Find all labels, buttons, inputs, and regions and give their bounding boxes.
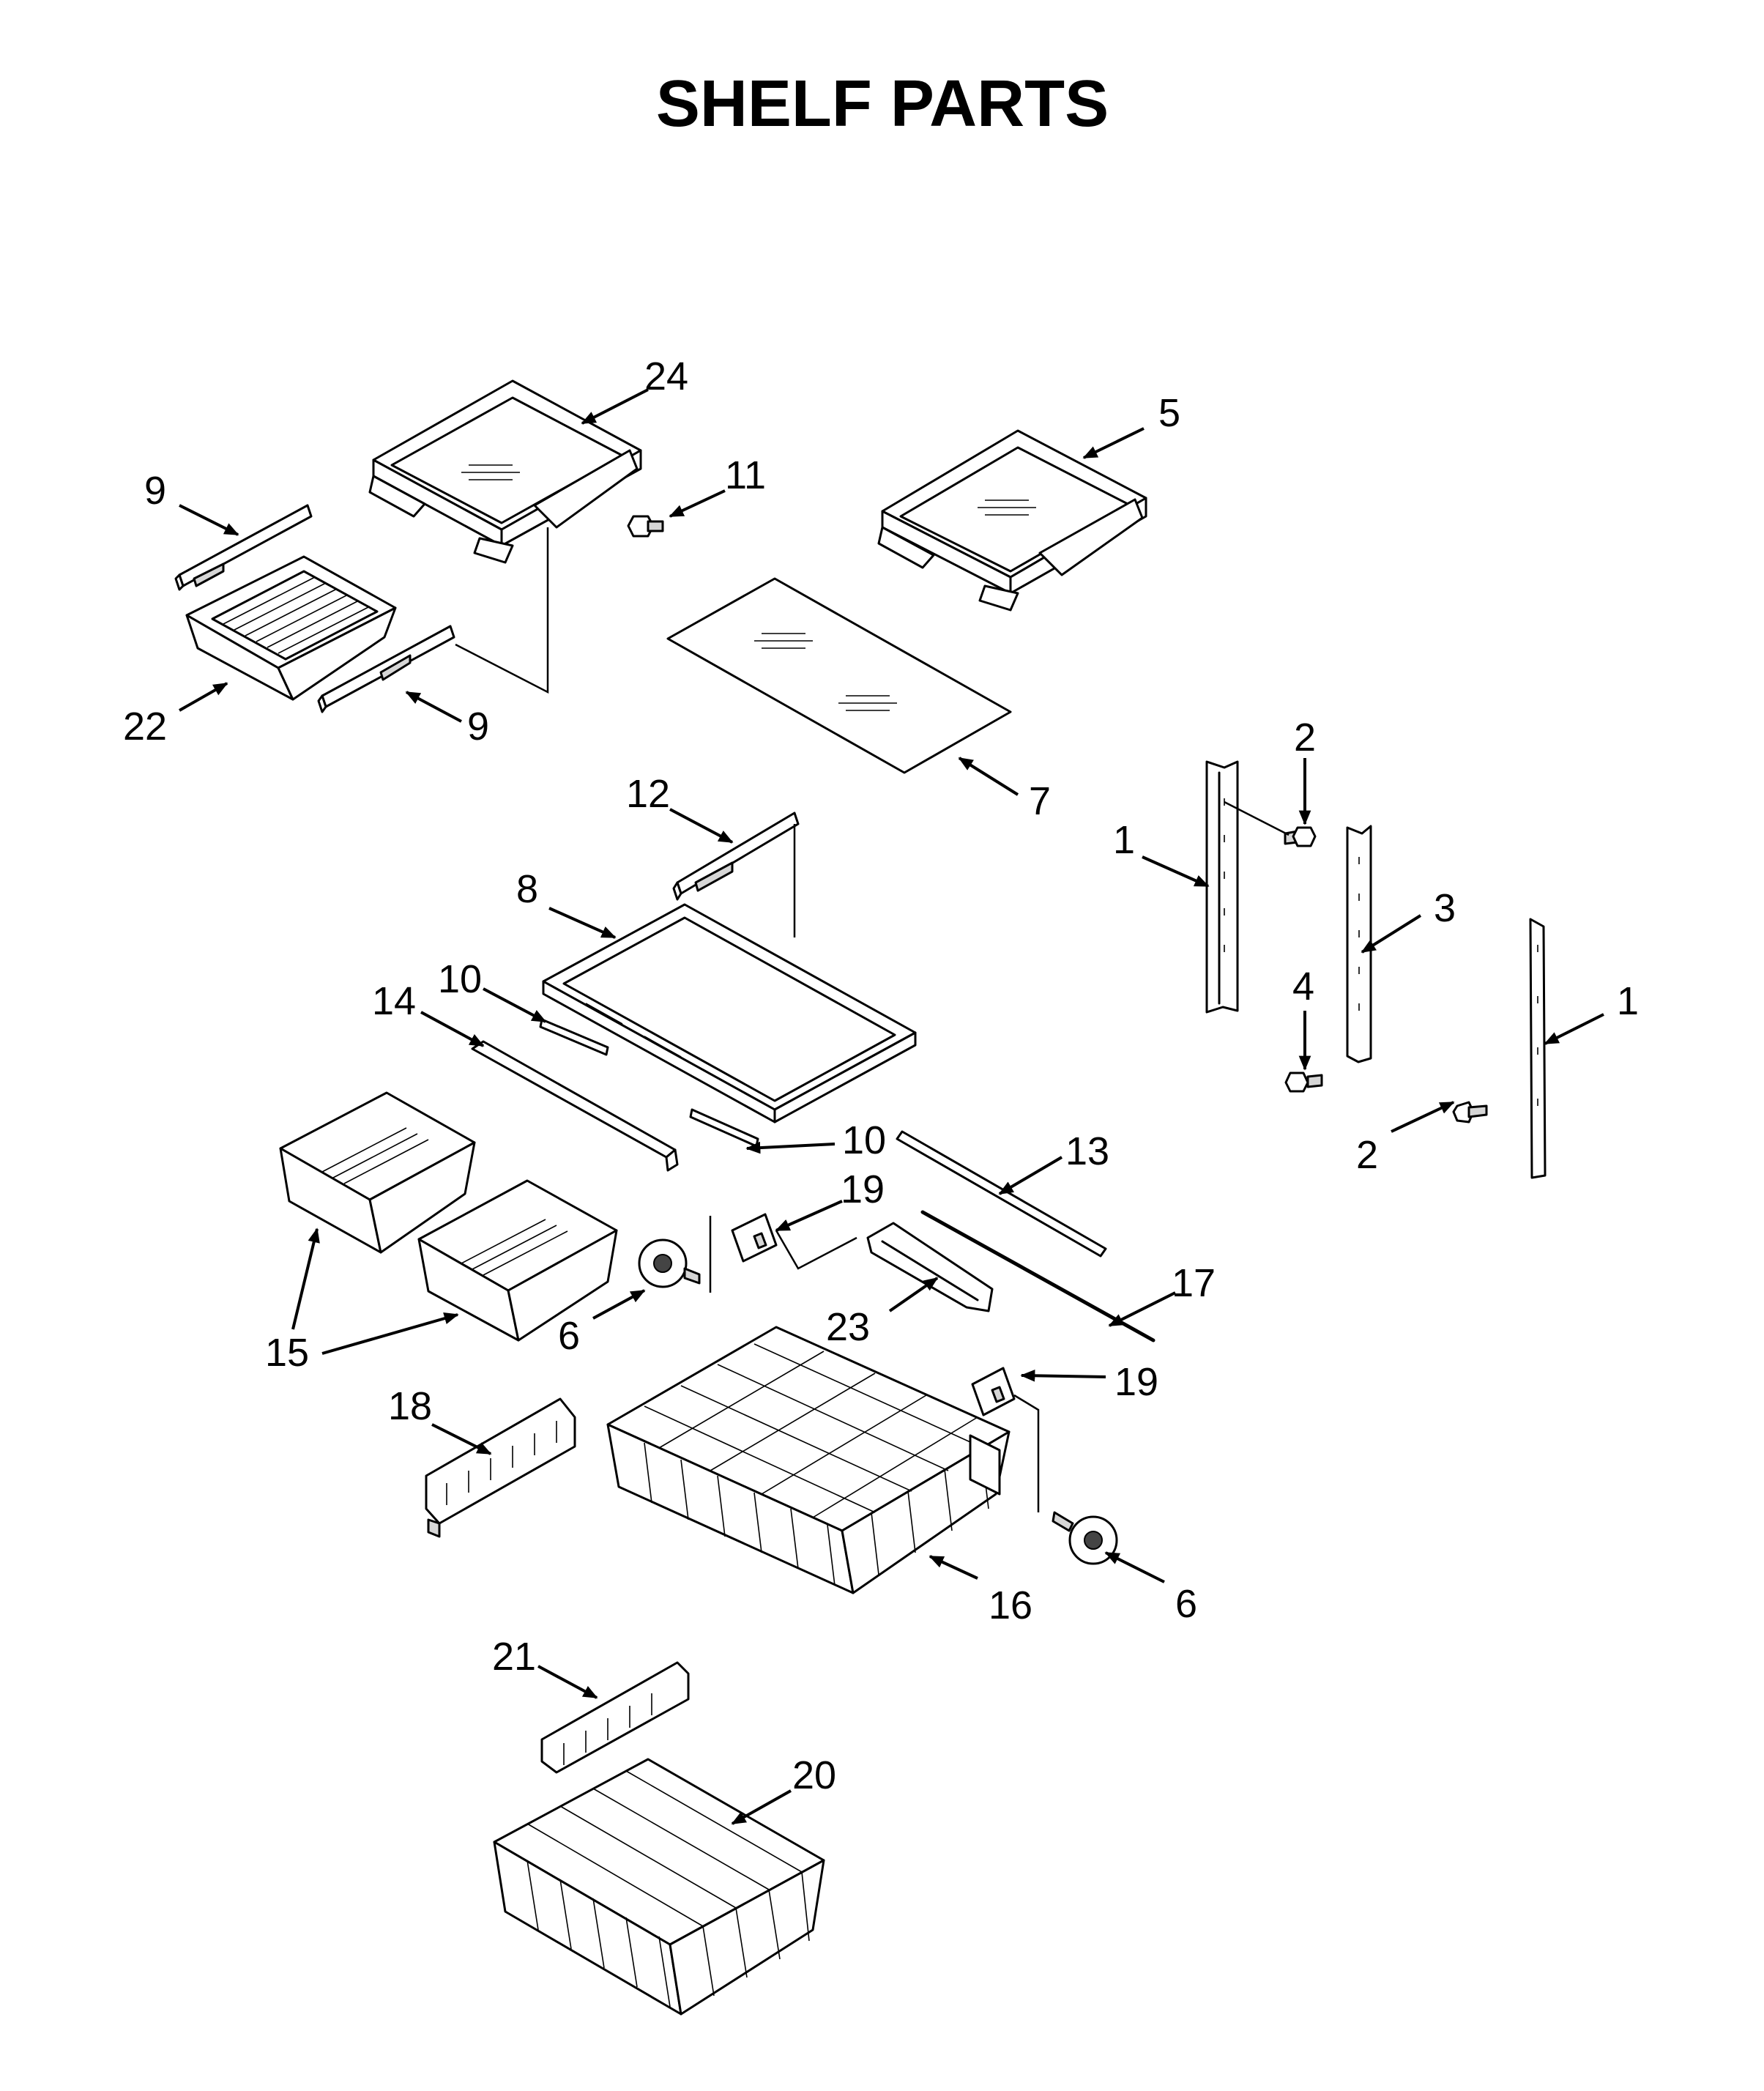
callout-2-lower: 2 (1356, 1133, 1378, 1177)
part-19-upper-bracket (731, 1213, 778, 1263)
callout-22: 22 (123, 705, 167, 749)
callout-3: 3 (1434, 886, 1456, 930)
part-14-trim (471, 1040, 679, 1172)
part-15-crisper-bins (279, 1091, 618, 1342)
callout-labels: 24 5 9 11 22 9 2 12 7 1 8 3 10 14 4 1 2 … (123, 354, 1639, 1797)
callout-9-upper: 9 (144, 469, 166, 513)
part-19-lower-bracket (971, 1367, 1016, 1416)
part-9-lower-rail (317, 625, 455, 713)
callout-13: 13 (1065, 1129, 1109, 1173)
callout-21: 21 (492, 1635, 536, 1679)
callout-2-upper: 2 (1294, 716, 1316, 759)
callout-1-left: 1 (1113, 818, 1135, 862)
part-4-screw (1284, 1072, 1323, 1093)
part-5-glass-shelf (877, 429, 1147, 612)
callout-24: 24 (644, 354, 688, 398)
part-9-upper-rail (174, 504, 313, 591)
callout-arrows (179, 388, 1604, 1825)
part-1-right-rail (1529, 918, 1547, 1179)
part-22-snack-pan (185, 555, 397, 701)
callout-17: 17 (1172, 1261, 1216, 1305)
callout-15: 15 (265, 1331, 309, 1375)
callout-19-lower: 19 (1114, 1360, 1158, 1404)
callout-10-upper: 10 (438, 957, 482, 1001)
part-10-lower-slide (689, 1108, 759, 1148)
callout-8: 8 (516, 867, 538, 911)
callout-18: 18 (388, 1384, 432, 1428)
part-6-lower-gear (1052, 1511, 1118, 1565)
callout-16: 16 (989, 1583, 1032, 1627)
callout-7: 7 (1029, 779, 1051, 823)
part-1-left-rail (1205, 760, 1239, 1014)
callout-20: 20 (792, 1753, 836, 1797)
part-23-slide-arm (866, 1222, 994, 1312)
part-8-shelf-frame (542, 903, 917, 1124)
callout-6-lower: 6 (1175, 1582, 1197, 1626)
callout-12: 12 (626, 772, 670, 816)
callout-19-upper: 19 (841, 1167, 885, 1211)
callout-6-upper: 6 (558, 1314, 580, 1358)
callout-1-right: 1 (1617, 979, 1639, 1023)
part-10-upper-slide (539, 1018, 609, 1056)
part-18-divider (425, 1397, 576, 1538)
diagram-title: SHELF PARTS (656, 67, 1109, 141)
callout-5: 5 (1158, 391, 1180, 435)
part-11-screw (627, 515, 664, 538)
callout-4: 4 (1292, 965, 1314, 1009)
callout-11: 11 (725, 453, 766, 497)
part-3-middle-rail (1346, 825, 1372, 1063)
part-16-wire-basket (606, 1326, 1011, 1594)
part-12-support (672, 811, 800, 901)
part-7-glass-panel (666, 577, 1012, 774)
part-6-upper-gear (638, 1238, 701, 1288)
callout-14: 14 (372, 979, 416, 1023)
part-20-lower-basket (493, 1758, 825, 2016)
callout-9-lower: 9 (467, 705, 489, 749)
part-24-glass-shelf (368, 379, 642, 564)
part-2-upper-screw (1284, 826, 1317, 847)
callout-23: 23 (826, 1305, 870, 1349)
part-2-lower-screw (1452, 1101, 1488, 1124)
callout-10-lower: 10 (842, 1118, 886, 1162)
part-21-divider (540, 1661, 690, 1774)
